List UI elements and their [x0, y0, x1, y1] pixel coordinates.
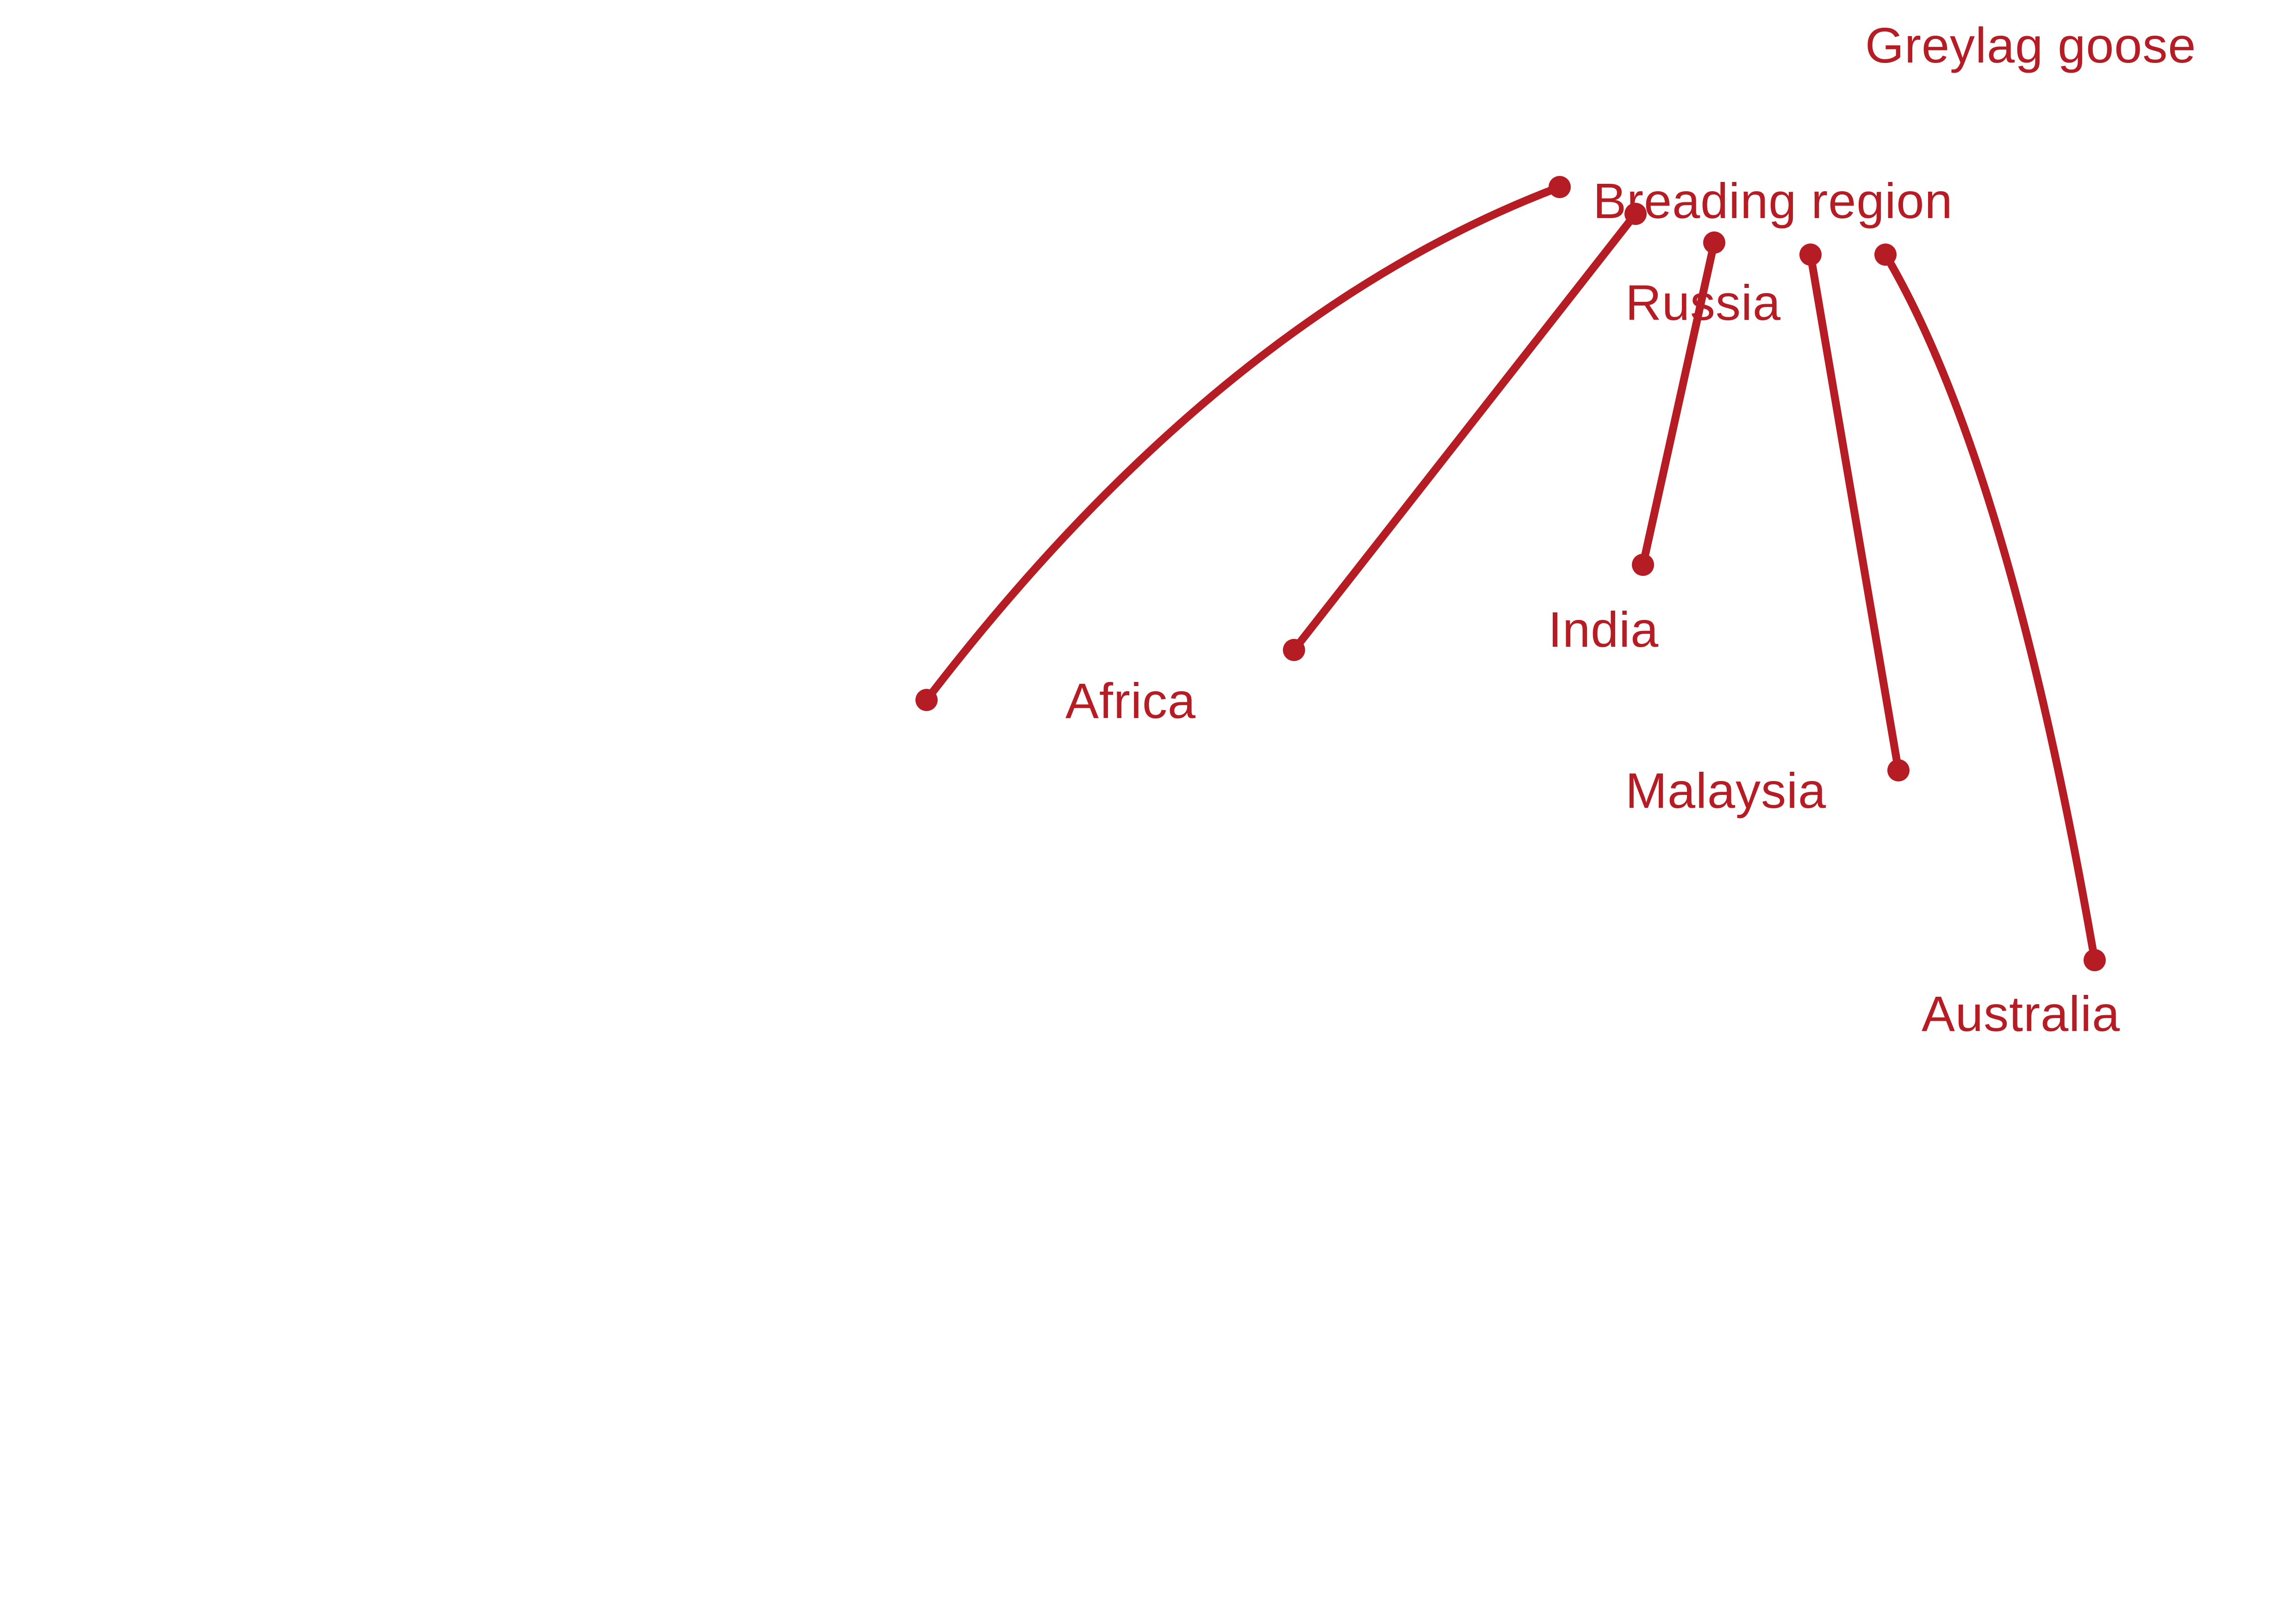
route-line-unlabeled [922, 183, 1564, 704]
route-start-point [1549, 176, 1571, 198]
route-start-point [1874, 244, 1897, 266]
route-line-australia [1881, 250, 2099, 964]
destination-label-africa: Africa [1065, 673, 1196, 729]
route-end-point [915, 689, 938, 711]
route-start-point [1799, 244, 1822, 266]
destination-label-australia: Australia [1922, 986, 2121, 1042]
destination-label-russia: Russia [1625, 275, 1781, 331]
route-line-india [1639, 238, 1718, 569]
route-end-point [1283, 639, 1305, 661]
route-end-point [1887, 759, 1910, 781]
origin-label: Breading region [1593, 173, 1953, 229]
route-line-africa [1290, 210, 1640, 654]
route-line-malaysia [1806, 250, 1903, 775]
map-title: Greylag goose [1865, 17, 2196, 73]
route-start-point [1624, 203, 1647, 225]
destination-label-malaysia: Malaysia [1625, 762, 1827, 818]
destination-label-india: India [1548, 601, 1659, 657]
route-start-point [1703, 231, 1725, 254]
route-end-point [2084, 949, 2106, 971]
route-end-point [1632, 554, 1654, 576]
